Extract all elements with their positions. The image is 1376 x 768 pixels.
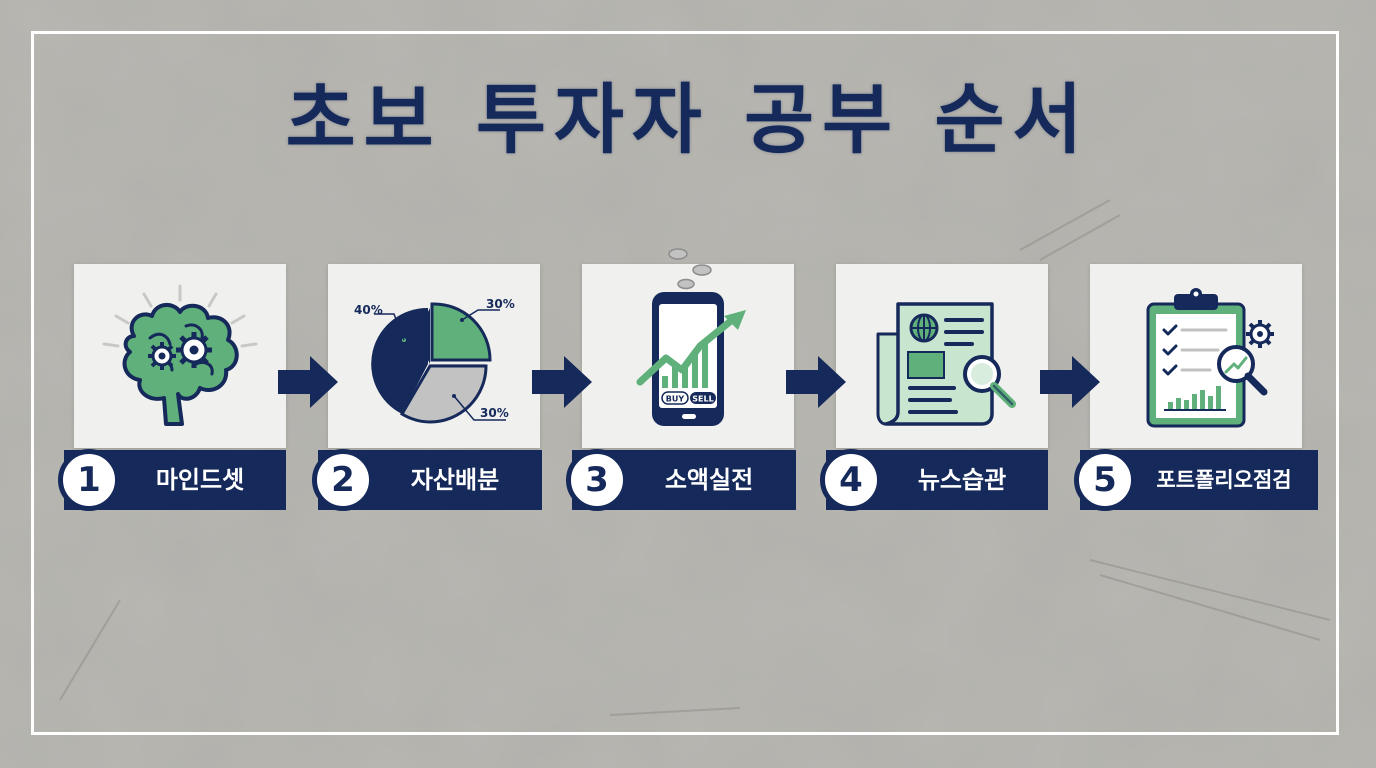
step-5-number-badge: 5: [1074, 449, 1136, 511]
arrow-right-icon: [1040, 356, 1100, 408]
coins-icon: [668, 248, 712, 290]
step-5-card: [1090, 264, 1302, 448]
step-4-label: 4 뉴스습관: [820, 449, 1048, 511]
sell-label: SELL: [692, 395, 713, 404]
step-5-label: 5 포트폴리오점검: [1074, 449, 1318, 511]
white-border-frame: [31, 31, 1339, 735]
step-1-card: [74, 264, 286, 448]
pie-slice-30-green: [430, 302, 492, 362]
step-2-label: 2 자산배분: [312, 449, 542, 511]
step-4-card: [836, 264, 1048, 448]
step-1-text: 마인드셋: [155, 466, 245, 494]
step-1-label: 1 마인드셋: [58, 449, 286, 511]
pie-chart-icon: 40% 30% 30%: [354, 297, 515, 424]
step-3-number-badge: 3: [566, 449, 628, 511]
page-title: 초보 투자자 공부 순서: [285, 75, 1091, 164]
step-3-card: BUY SELL: [582, 248, 794, 448]
step-2-card: 40% 30% 30%: [328, 264, 540, 448]
pie-label-30-top: 30%: [486, 297, 515, 311]
pie-label-40: 40%: [354, 303, 383, 317]
arrow-right-icon: [278, 356, 338, 408]
arrow-right-icon: [786, 356, 846, 408]
step-1-number-badge: 1: [58, 449, 120, 511]
step-2-number-badge: 2: [312, 449, 374, 511]
sell-button: [690, 392, 716, 404]
arrow-right-icon: [532, 356, 592, 408]
newspaper-search-icon: [876, 302, 1016, 426]
step-5-text: 포트폴리오점검: [1156, 468, 1292, 492]
step-3-text: 소액실전: [664, 466, 754, 494]
buy-button: [661, 391, 689, 405]
clipboard-checklist-icon: [1146, 288, 1274, 428]
gear-icon: [1246, 320, 1274, 348]
smartphone-trading-icon: BUY SELL: [636, 248, 746, 426]
step-4-number-badge: 4: [820, 449, 882, 511]
step-2-text: 자산배분: [410, 466, 500, 494]
buy-label: BUY: [666, 395, 685, 404]
pie-label-30-bottom: 30%: [480, 406, 509, 420]
step-3-label: 3 소액실전: [566, 449, 796, 511]
step-4-text: 뉴스습관: [917, 466, 1007, 494]
brain-gears-icon: [102, 284, 258, 426]
